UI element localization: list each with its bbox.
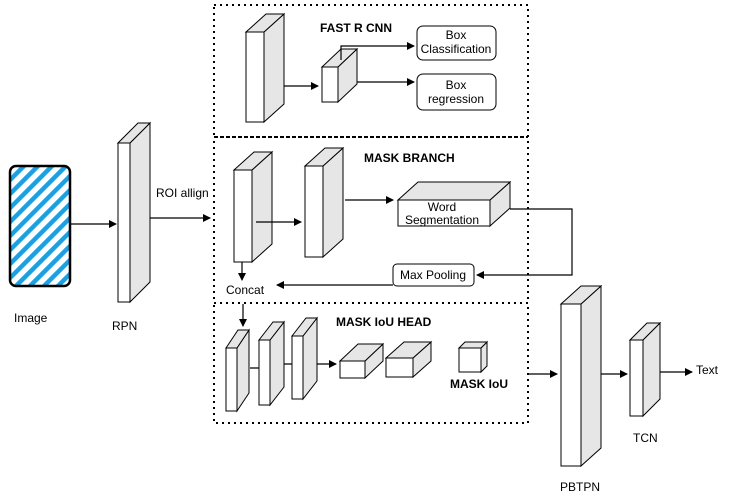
fast-rcnn-section [213, 4, 529, 138]
iou-head-block-3 [290, 316, 319, 401]
pbtpn-block [559, 284, 603, 468]
mask-branch-block-1 [232, 150, 274, 264]
roi-align-label: ROI allign [156, 186, 209, 200]
arrow-word-segmentation-to-max-pooling [476, 208, 573, 279]
max-pooling-label: Max Pooling [400, 268, 466, 282]
max-pooling-node: Max Pooling [392, 263, 475, 287]
tcn-label: TCN [633, 431, 658, 445]
arrow-to-box-classification [340, 42, 415, 60]
iou-head-flat-block-2 [384, 340, 433, 379]
fast-rcnn-title: FAST R CNN [320, 21, 392, 35]
word-segmentation-node: Word Segmentation [396, 180, 512, 228]
input-image-icon [8, 164, 72, 288]
iou-head-block-2 [257, 320, 286, 407]
tcn-block [628, 321, 662, 418]
box-regression-line-2: regression [428, 92, 484, 106]
fast-rcnn-small-block [320, 47, 359, 104]
concat-label: Concat [226, 283, 265, 297]
rpn-label: RPN [112, 319, 137, 333]
text-output-label: Text [696, 363, 719, 377]
box-classification-node: Box Classification [416, 25, 497, 61]
box-regression-line-1: Box [446, 78, 467, 92]
rpn-block [116, 121, 152, 304]
iou-head-block-1 [225, 328, 250, 413]
mask-iou-head-section [213, 302, 529, 424]
fast-rcnn-large-block [244, 12, 286, 124]
mask-iou-cube [457, 340, 489, 374]
box-regression-node: Box regression [416, 73, 497, 111]
mask-branch-block-2 [303, 146, 345, 259]
iou-head-flat-block-1 [338, 342, 385, 380]
box-classification-line-1: Box [446, 28, 467, 42]
image-label: Image [14, 311, 48, 325]
pbtpn-label: PBTPN [560, 480, 600, 494]
mask-branch-title: MASK BRANCH [364, 151, 455, 165]
word-segmentation-line-1: Word [428, 200, 456, 214]
mask-iou-label: MASK IoU [450, 377, 508, 391]
word-segmentation-line-2: Segmentation [405, 213, 479, 227]
box-classification-line-2: Classification [421, 42, 492, 56]
mask-iou-head-title: MASK IoU HEAD [336, 315, 432, 329]
